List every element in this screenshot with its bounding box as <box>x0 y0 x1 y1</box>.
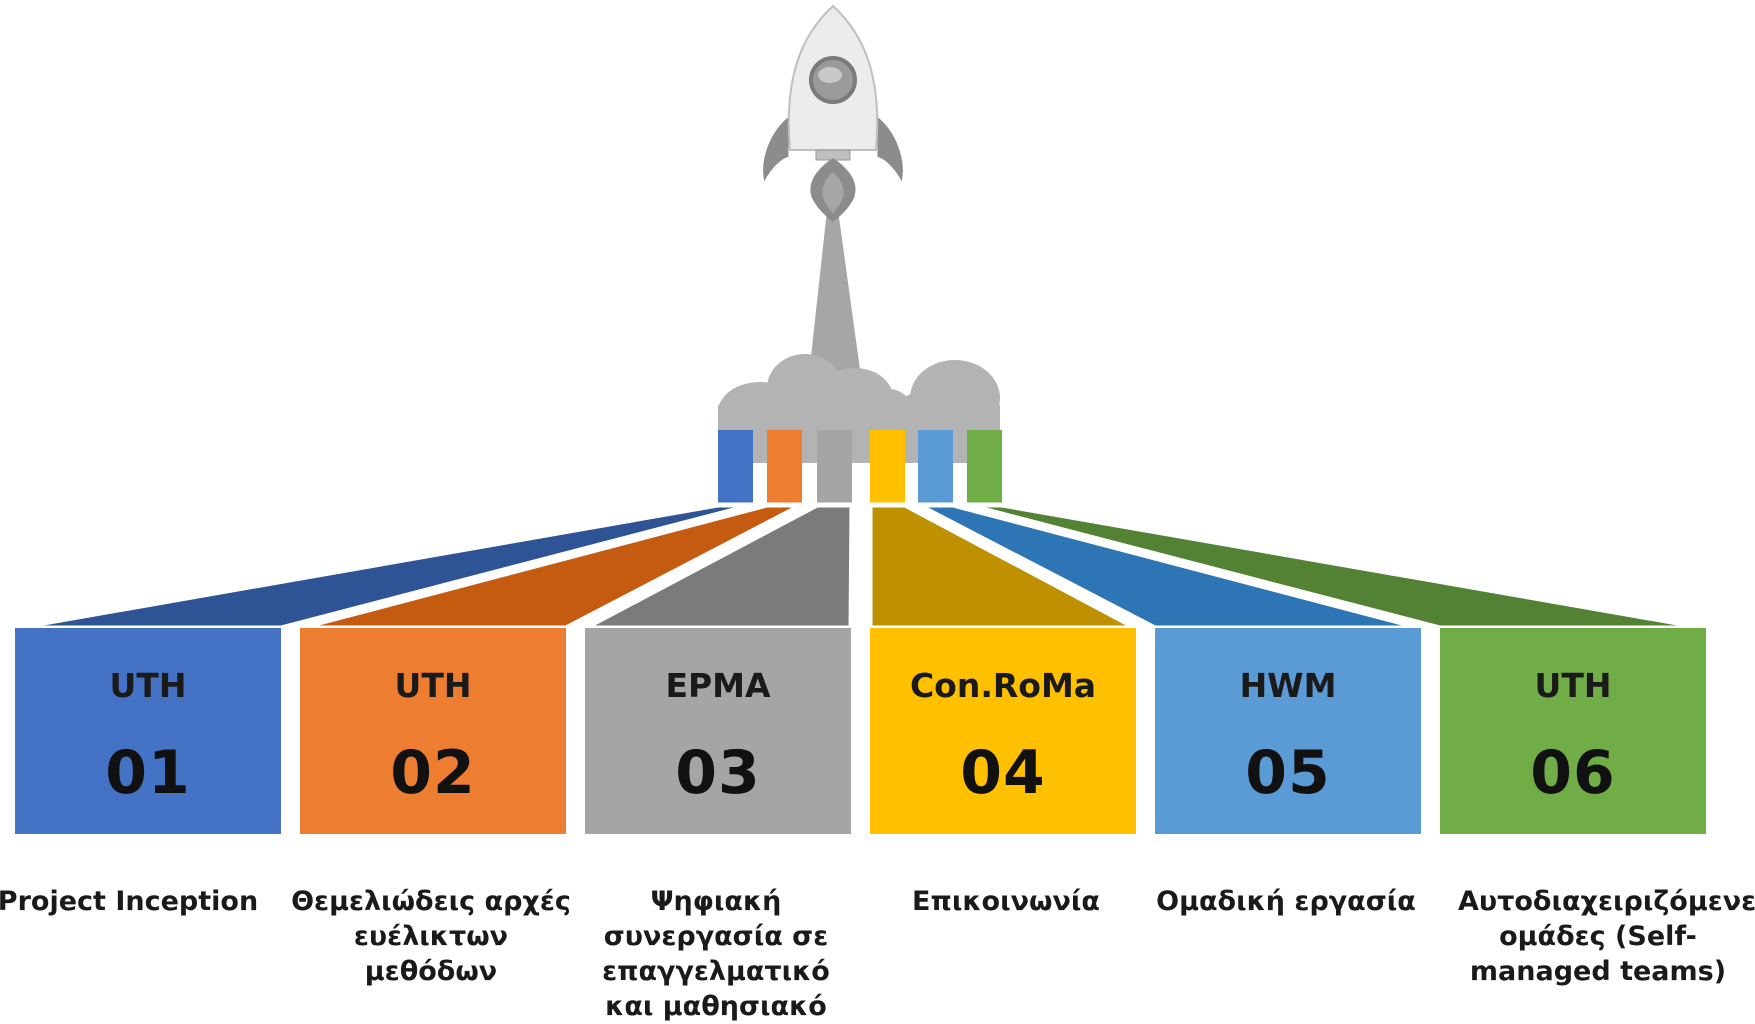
strip-04 <box>870 430 905 505</box>
step-org: EPMA <box>665 666 771 705</box>
band-02 <box>297 502 805 631</box>
step-box-06: UTH 06 <box>1440 628 1706 834</box>
strip-03 <box>817 430 852 505</box>
band-01 <box>12 502 756 631</box>
band-05 <box>915 502 1424 631</box>
step-box-05: HWM 05 <box>1155 628 1421 834</box>
strip-05 <box>918 430 953 505</box>
step-box-02: UTH 02 <box>300 628 566 834</box>
band-03 <box>582 502 855 631</box>
step-number: 01 <box>105 738 191 808</box>
exhaust-beam <box>808 210 862 384</box>
strip-06 <box>967 430 1002 505</box>
step-number: 05 <box>1245 738 1331 808</box>
step-label: Αυτοδιαχειριζόμενες ομάδες (Self-managed… <box>1458 886 1755 987</box>
step-label: Ψηφιακή συνεργασία σε επαγγελματικό και … <box>602 886 830 1022</box>
step-number: 03 <box>675 738 761 808</box>
step-label: Project Inception <box>0 886 259 917</box>
strip-01 <box>718 430 753 505</box>
step-label: Θεμελιώδεις αρχές ευέλικτων μεθόδων <box>291 886 571 987</box>
band-04 <box>867 502 1139 631</box>
smoke-cloud <box>718 354 1000 463</box>
step-org: UTH <box>1534 666 1612 705</box>
step-box-03: EPMA 03 <box>585 628 851 834</box>
band-06 <box>964 502 1709 631</box>
step-box-04: Con.RoMa 04 <box>870 628 1136 834</box>
rocket-icon <box>760 4 906 222</box>
step-box-01: UTH 01 <box>15 628 281 834</box>
step-number: 06 <box>1530 738 1616 808</box>
step-org: HWM <box>1239 666 1337 705</box>
step-label: Ομαδική εργασία <box>1156 886 1416 917</box>
step-org: UTH <box>109 666 187 705</box>
step-org: UTH <box>394 666 472 705</box>
step-label: Επικοινωνία <box>912 886 1100 917</box>
strip-02 <box>767 430 802 505</box>
step-number: 04 <box>960 738 1046 808</box>
step-org: Con.RoMa <box>909 666 1097 705</box>
step-number: 02 <box>390 738 476 808</box>
